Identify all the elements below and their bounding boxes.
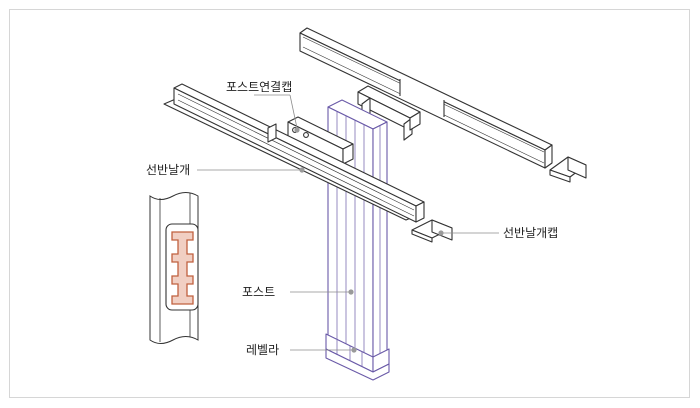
upper-rail-end-cap [549, 156, 587, 183]
label-shelf-wing: 선반날개 [146, 163, 191, 177]
leveler-part [325, 333, 390, 381]
lower-shelf-rail [163, 83, 425, 223]
upper-shelf-rail [299, 27, 553, 169]
lower-rail-end-cap [411, 219, 453, 243]
post-profile-inset [149, 192, 199, 344]
label-post: 포스트 [242, 285, 276, 299]
mounted-connector-cap [287, 116, 354, 165]
leader-lines [197, 94, 499, 351]
label-shelf-wing-cap: 선반날개캡 [503, 226, 559, 240]
label-post-connector-cap: 포스트연결캡 [226, 80, 293, 94]
label-leveler: 레벨라 [246, 343, 280, 357]
callout-dots [294, 127, 444, 353]
i-profile-shape [171, 231, 194, 305]
